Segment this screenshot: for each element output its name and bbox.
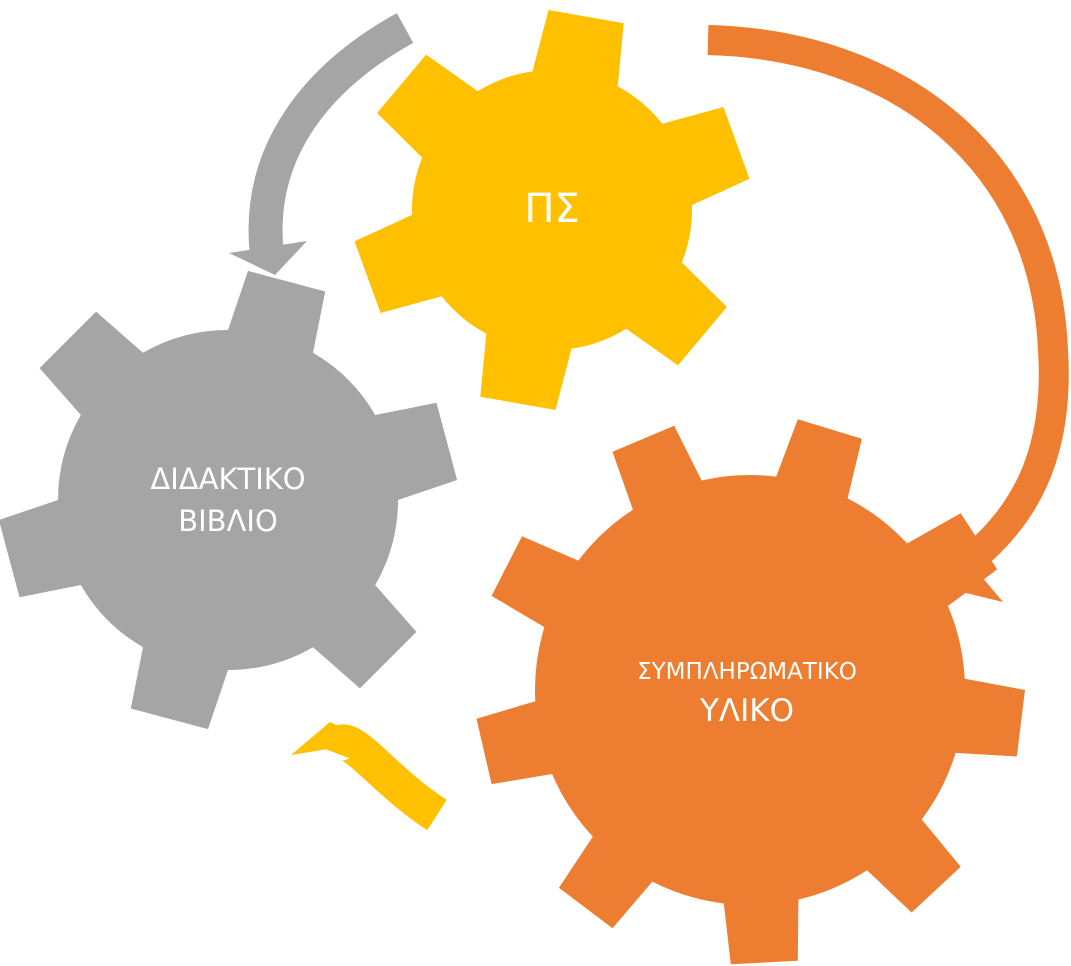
arrow-ps-to-didaktiko [229,13,414,275]
gear-ps-shape [354,10,750,410]
gear-symplhrwmatiko-yliko-label: ΣΥΜΠΛΗΡΩΜΑΤΙΚΟ ΥΛΙΚΟ [637,659,857,729]
gear-didaktiko-vivlio: ΔΙΔΑΚΤΙΚΟ ΒΙΒΛΙΟ [0,270,458,730]
gear-label-line: ΣΥΜΠΛΗΡΩΜΑΤΙΚΟ [637,659,857,685]
gear-label-line: ΥΛΙΚΟ [699,693,794,729]
gear-label-line: ΒΙΒΛΙΟ [178,504,278,538]
gear-symplhrwmatiko-yliko-shape [476,419,1025,965]
gear-ps: ΠΣ [354,10,750,410]
arrow-ps-to-symplhrwmatiko-shaft [707,25,1069,574]
arrow-symplhrwmatiko-to-didaktiko-head [291,722,371,755]
arrow-ps-to-didaktiko-head [229,241,307,275]
arrow-symplhrwmatiko-to-didaktiko-shaft [316,724,447,831]
arrow-ps-to-didaktiko-shaft [248,13,414,257]
gear-label-line: ΔΙΔΑΚΤΙΚΟ [150,462,305,496]
gear-didaktiko-vivlio-label: ΔΙΔΑΚΤΙΚΟ ΒΙΒΛΙΟ [150,462,305,538]
arrow-symplhrwmatiko-to-didaktiko [291,722,447,831]
gear-ps-label: ΠΣ [524,186,579,232]
gear-didaktiko-vivlio-shape [0,270,458,730]
gear-label-line: ΠΣ [524,186,579,232]
gear-symplhrwmatiko-yliko: ΣΥΜΠΛΗΡΩΜΑΤΙΚΟ ΥΛΙΚΟ [476,419,1025,965]
